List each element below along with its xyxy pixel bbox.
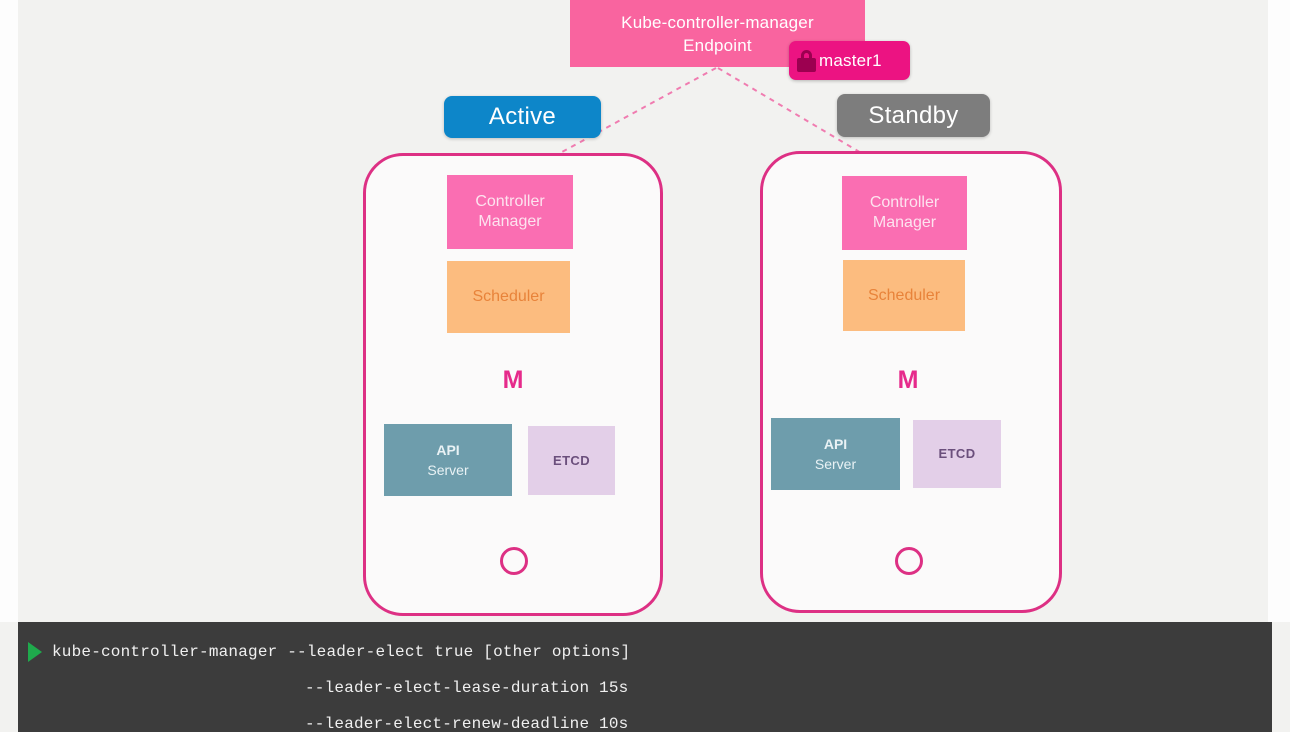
terminal-line: kube-controller-manager --leader-elect t… [18, 634, 1272, 670]
standby-controller-manager-box: Controller Manager [842, 176, 967, 250]
terminal-command-line-3: --leader-elect-renew-deadline 10s [305, 715, 629, 732]
left-gutter [0, 0, 18, 622]
standby-home-button-icon [895, 547, 923, 575]
active-home-button-icon [500, 547, 528, 575]
active-api-server-line1: API [436, 442, 460, 458]
diagram-canvas: Kube-controller-manager Endpoint master1… [363, 0, 1062, 616]
endpoint-title-line1: Kube-controller-manager [621, 12, 814, 32]
terminal-command-line-2: --leader-elect-lease-duration 15s [305, 679, 629, 697]
standby-etcd-box: ETCD [913, 420, 1001, 488]
active-controller-manager-line2: Manager [478, 213, 542, 230]
active-etcd-label: ETCD [553, 452, 590, 468]
active-scheduler-label: Scheduler [472, 288, 545, 305]
active-controller-manager-line1: Controller [475, 193, 545, 210]
standby-scheduler-label: Scheduler [867, 286, 941, 304]
status-pill-standby-label: Standby [868, 101, 959, 129]
status-pill-active: Active [444, 96, 601, 138]
standby-api-server-line2: Server [814, 456, 857, 472]
lock-icon [797, 49, 816, 72]
active-scheduler-box: Scheduler [447, 261, 570, 333]
standby-controller-manager-line2: Manager [872, 214, 937, 231]
standby-api-server-box: API Server [771, 418, 900, 490]
play-caret-icon [18, 642, 52, 662]
terminal-command-line-1: kube-controller-manager --leader-elect t… [52, 643, 631, 661]
standby-scheduler-box: Scheduler [843, 260, 965, 331]
active-controller-manager-box: Controller Manager [447, 175, 573, 249]
active-master-letter: M [502, 366, 524, 394]
active-api-server-line2: Server [427, 462, 469, 478]
master1-badge: master1 [789, 41, 910, 80]
standby-controller-manager-line1: Controller [869, 194, 940, 211]
standby-api-server-line1: API [823, 436, 848, 452]
master1-badge-label: master1 [819, 50, 882, 70]
standby-master-letter: M [897, 366, 919, 394]
terminal-line: --leader-elect-renew-deadline 10s [18, 706, 1272, 732]
endpoint-title-line2: Endpoint [683, 35, 752, 55]
active-api-server-box: API Server [384, 424, 512, 496]
status-pill-standby: Standby [837, 94, 990, 137]
active-etcd-box: ETCD [528, 426, 615, 495]
terminal-panel: kube-controller-manager --leader-elect t… [18, 622, 1272, 732]
terminal-line: --leader-elect-lease-duration 15s [18, 670, 1272, 706]
standby-etcd-label: ETCD [938, 446, 976, 461]
right-gutter [1268, 0, 1290, 622]
status-pill-active-label: Active [488, 103, 557, 130]
